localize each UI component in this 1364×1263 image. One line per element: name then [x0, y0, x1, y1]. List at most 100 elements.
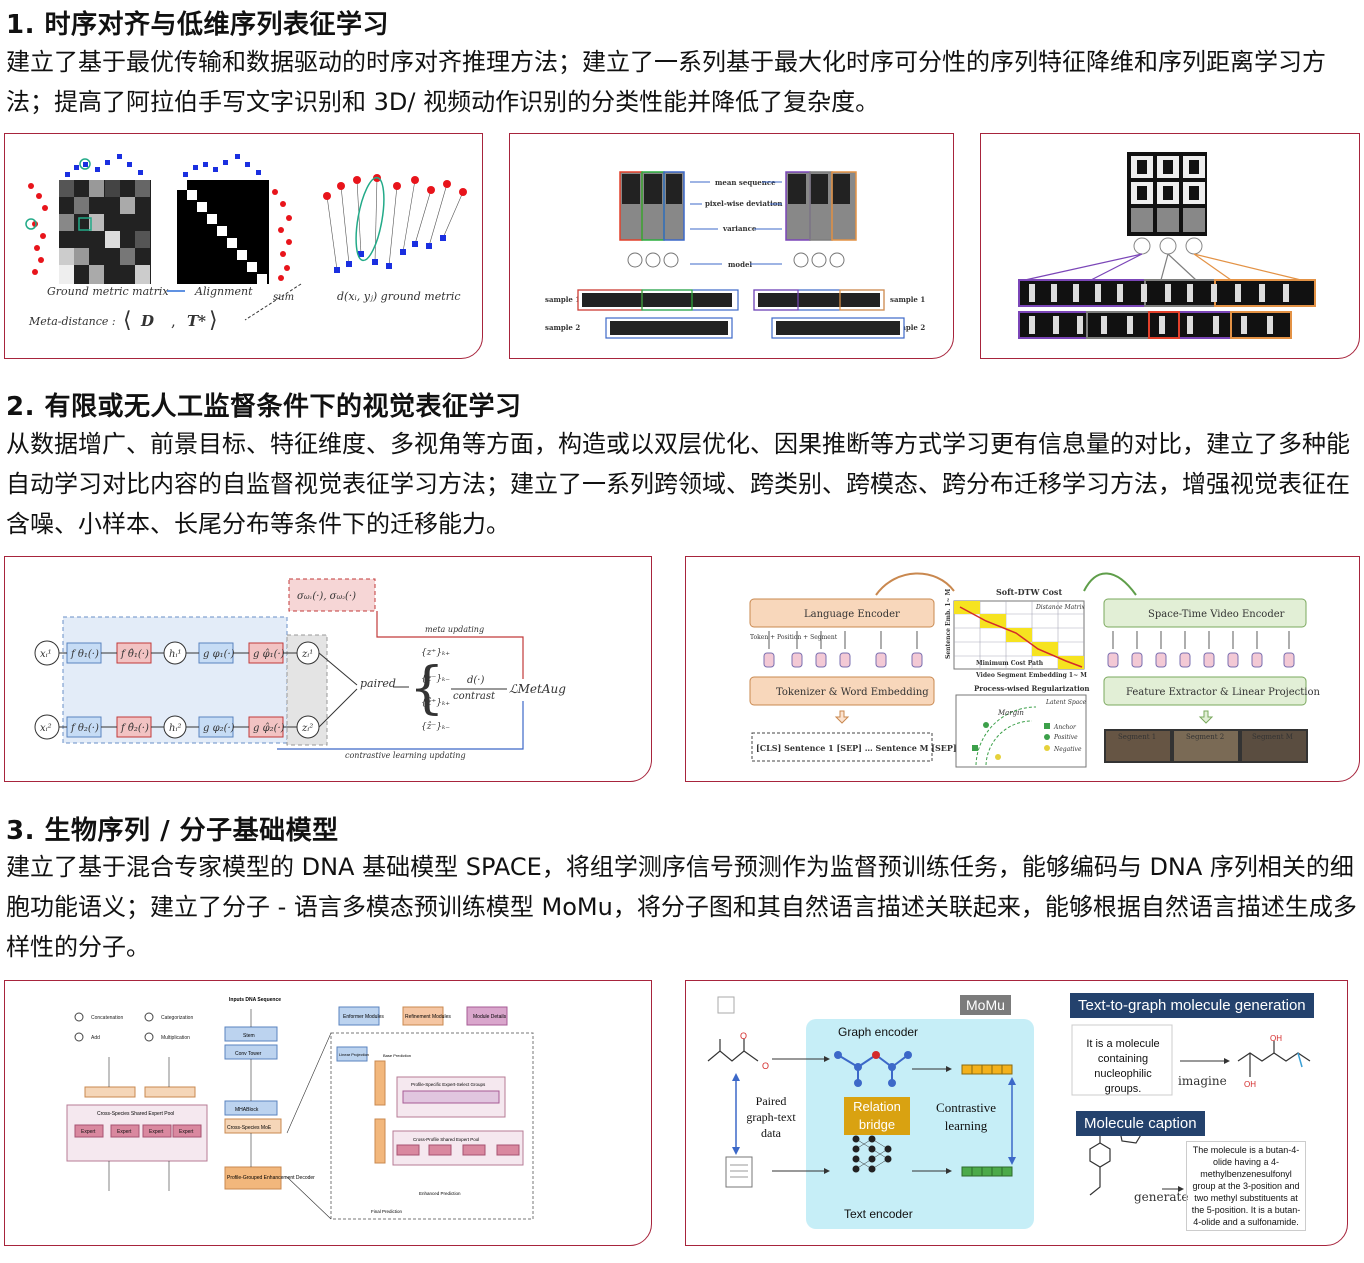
svg-text:{z⁻}ₖ₋: {z⁻}ₖ₋: [421, 674, 450, 684]
categ-label: Categorization: [161, 1015, 193, 1021]
loss-label: ℒMetAug: [509, 682, 566, 696]
t2g-text: It is a molecule containing nucleophilic…: [1086, 1038, 1160, 1095]
svg-text:xᵢ¹: xᵢ¹: [40, 649, 52, 660]
dxy-label: d(xᵢ, yⱼ) ground metric: [337, 290, 461, 303]
relation-bridge: Relation bridge: [844, 1097, 910, 1135]
meta-distance-T: T*: [187, 312, 206, 330]
dna-input-label: Inputs DNA Sequence: [229, 997, 281, 1003]
meta-distance-diagram: Ground metric matrix Alignment sum d(xᵢ,…: [25, 154, 467, 333]
svg-text:f θ̂₁(·): f θ̂₁(·): [120, 649, 149, 660]
sum-label: sum: [273, 292, 294, 303]
tokenizer-label: Tokenizer & Word Embedding: [776, 687, 929, 698]
figure-momu: MoMu Graph encoder Text encoder Relation…: [685, 980, 1348, 1246]
generate-label: generate: [1134, 1190, 1188, 1204]
caption-title: Molecule caption: [1076, 1111, 1205, 1136]
meta-distance-D: D: [140, 312, 154, 330]
model-label: model: [728, 260, 752, 269]
svg-text:f θ₁(·): f θ₁(·): [70, 649, 99, 660]
base-prediction-label: Base Prediction: [383, 1053, 411, 1058]
t2g-title: Text-to-graph molecule generation: [1070, 993, 1314, 1018]
margin-label: Margin: [997, 709, 1024, 717]
distance-matrix-label: Distance Matrix: [1035, 604, 1085, 611]
svg-text:d(·): d(·): [467, 675, 484, 686]
svg-text:hᵢ²: hᵢ²: [169, 723, 181, 734]
svg-text:⟩: ⟩: [209, 308, 218, 333]
svg-text:g φ₂(·): g φ₂(·): [203, 723, 235, 734]
segment2-label: Segment 2: [1186, 733, 1224, 741]
paired-label: paired: [360, 677, 396, 690]
pixel-dev-label: pixel-wise deviation: [705, 199, 783, 208]
svg-text:⟨: ⟨: [123, 308, 132, 333]
svg-text:xᵢ²: xᵢ²: [40, 723, 52, 734]
profile-specific-label: Profile-Specific Expert-Select Groups: [411, 1082, 486, 1087]
figure-metaug: σω₁(·), σω₂(·) xᵢ¹ xᵢ² f θ₁(·) f θ̂₁(·) …: [4, 556, 652, 782]
min-cost-label: Minimum Cost Path: [976, 660, 1044, 667]
contrastive-updating-label: contrastive learning updating: [345, 751, 466, 760]
svg-text:{ẑ⁻}ₖ₋: {ẑ⁻}ₖ₋: [421, 721, 450, 732]
contrast-label: contrast: [453, 691, 496, 702]
sequence-model-diagram: mean sequence pixel-wise deviation varia…: [545, 171, 925, 339]
svg-text:{z⁺}ₖ₊: {z⁺}ₖ₊: [421, 648, 450, 658]
section-3-text: 建立了基于混合专家模型的 DNA 基础模型 SPACE，将组学测序信号预测作为监…: [6, 853, 1357, 961]
alignment-label: Alignment: [194, 285, 253, 298]
text-encoder-label: Text encoder: [844, 1207, 913, 1221]
latent-space-label: Latent Space: [1045, 699, 1087, 706]
space-model-diagram: Concatenation Categorization Add Multipl…: [66, 997, 534, 1220]
sample1-left-label: sample 1: [545, 295, 580, 304]
text-video-diagram: Language Encoder Tokenizer & Word Embedd…: [749, 572, 1320, 768]
expert-label-4: Expert: [179, 1129, 194, 1135]
video-seg-label: Video Segment Embedding 1~ M: [975, 672, 1087, 679]
figure-meta-distance: Ground metric matrix Alignment sum d(xᵢ,…: [4, 133, 483, 359]
expert-label-1: Expert: [81, 1129, 96, 1135]
add-label: Add: [91, 1035, 100, 1041]
svg-text:{ẑ⁺}ₖ₊: {ẑ⁺}ₖ₊: [421, 697, 450, 708]
token-legend: Token + Position + Segment: [750, 634, 838, 641]
figure-sequence-model: mean sequence pixel-wise deviation varia…: [509, 133, 954, 359]
svg-text:O: O: [762, 1061, 769, 1071]
caption-text: The molecule is a butan-4-olide having a…: [1186, 1141, 1306, 1231]
details-label: Module Details: [473, 1014, 507, 1020]
profile-shared-label: Cross-Profile Shared Expert Pool: [413, 1137, 479, 1142]
section-3-heading: 3. 生物序列 / 分子基础模型: [6, 816, 339, 846]
contrastive-label: Contrastive learning: [936, 1100, 996, 1133]
svg-text:σω₁(·), σω₂(·): σω₁(·), σω₂(·): [297, 591, 356, 602]
momu-diagram: O O imagine OH OH: [707, 996, 1311, 1204]
sample1-right-label: sample 1: [890, 295, 925, 304]
linear-projection-label: Linear Projection: [339, 1052, 369, 1057]
variance-label: variance: [722, 224, 757, 233]
process-reg-label: Process-wised Regularization: [974, 684, 1090, 693]
expert-label-2: Expert: [117, 1129, 132, 1135]
figure-handwriting: [980, 133, 1360, 359]
refinement-label: Refinement Modules: [405, 1014, 451, 1020]
svg-text:zᵢ¹: zᵢ¹: [301, 649, 313, 660]
enformer-label: Enformer Modules: [343, 1014, 384, 1020]
svg-text:g φ̂₁(·): g φ̂₁(·): [253, 649, 285, 660]
svg-text:O: O: [740, 1031, 747, 1041]
anchor-label: Anchor: [1053, 724, 1077, 731]
sample2-left-label: sample 2: [545, 323, 580, 332]
svg-text:{: {: [409, 656, 445, 721]
svg-text:,: ,: [171, 312, 176, 330]
svg-text:OH: OH: [1270, 1034, 1282, 1043]
meta-distance-label: Meta-distance :: [28, 315, 116, 328]
moe-label: Cross-Species MoE: [227, 1125, 272, 1131]
mean-sequence-label: mean sequence: [715, 178, 776, 187]
graph-encoder-label: Graph encoder: [838, 1025, 919, 1039]
sentences-label: [CLS] Sentence 1 [SEP] … Sentence M [SEP…: [756, 743, 957, 753]
final-prediction-label: Final Prediction: [371, 1209, 403, 1214]
sample2-right-label: sample 2: [890, 323, 925, 332]
stem-label: Stem: [243, 1033, 255, 1039]
enhanced-prediction-label: Enhanced Prediction: [419, 1191, 461, 1196]
segmentM-label: Segment M: [1252, 733, 1293, 741]
feature-extractor-label: Feature Extractor & Linear Projection: [1126, 687, 1320, 698]
concat-label: Concatenation: [91, 1015, 123, 1021]
imagine-label: imagine: [1178, 1074, 1227, 1088]
figure-text-video: Language Encoder Tokenizer & Word Embedd…: [685, 556, 1360, 782]
sent-emb-label: Sentence Emb. 1~ M: [945, 588, 952, 659]
momu-tag: MoMu: [960, 995, 1011, 1015]
figure-space-model: Concatenation Categorization Add Multipl…: [4, 980, 652, 1246]
mha-label: MHABlock: [235, 1107, 259, 1113]
svg-text:zᵢ²: zᵢ²: [301, 723, 313, 734]
conv-label: Conv Tower: [235, 1051, 262, 1057]
svg-text:f θ̂₂(·): f θ̂₂(·): [120, 723, 149, 734]
